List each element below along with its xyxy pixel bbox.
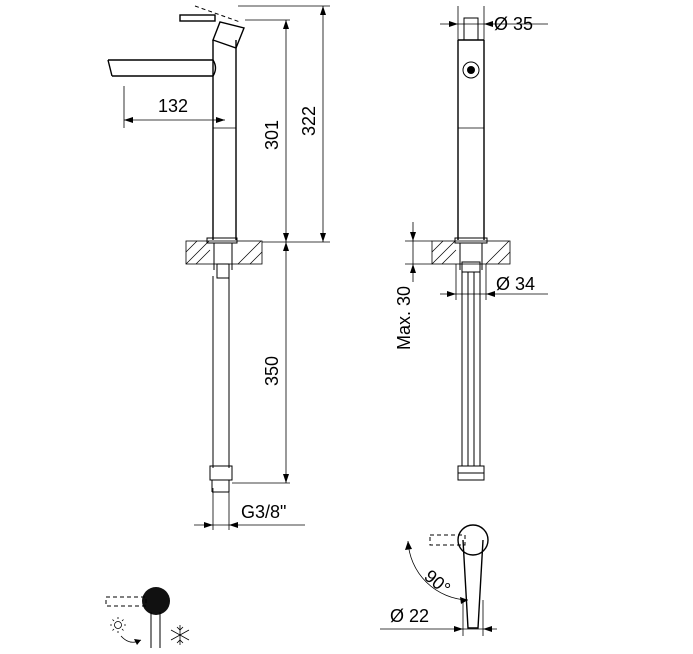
extension-lines-side [123, 5, 330, 530]
label-body-height: 301 [262, 120, 282, 150]
dim-hole-diameter: Ø 34 [440, 264, 548, 300]
sun-icon [110, 617, 126, 633]
hose-side [206, 237, 238, 493]
dim-total-height: 322 [299, 6, 326, 242]
label-thread: G3/8" [241, 502, 286, 522]
label-hose-length: 350 [262, 356, 282, 386]
label-max-deck: Max. 30 [394, 286, 414, 350]
dim-hose-length: 350 [262, 242, 289, 483]
tap-body [212, 40, 237, 240]
side-view: 132 301 322 350 G3/8" [107, 5, 330, 530]
handle-knob [142, 587, 170, 615]
spout [107, 59, 217, 77]
tap-body-front [457, 17, 485, 240]
dim-body-height: 301 [262, 20, 289, 242]
dim-body-diameter: Ø 35 [440, 6, 548, 40]
snowflake-icon [170, 625, 190, 645]
deck-section-left [185, 240, 263, 265]
dim-spout-reach: 132 [124, 96, 225, 123]
label-handle-diameter: Ø 22 [390, 606, 429, 626]
dim-max-deck: Max. 30 [394, 222, 432, 350]
angle-view: 90° Ø 22 [380, 524, 497, 636]
hoses-front [454, 237, 488, 481]
dim-handle-diameter: Ø 22 [380, 600, 497, 636]
label-spout-reach: 132 [158, 96, 188, 116]
label-total-height: 322 [299, 106, 319, 136]
label-lever-angle: 90° [420, 566, 454, 599]
operation-legend [105, 587, 190, 648]
label-hole-diameter: Ø 34 [496, 274, 535, 294]
front-view: Ø 35 Ø 34 Max. 30 [394, 6, 548, 481]
deck-section-right [431, 240, 511, 265]
label-body-diameter: Ø 35 [494, 14, 533, 34]
handle-side [179, 5, 245, 49]
dim-thread: G3/8" [194, 502, 305, 528]
